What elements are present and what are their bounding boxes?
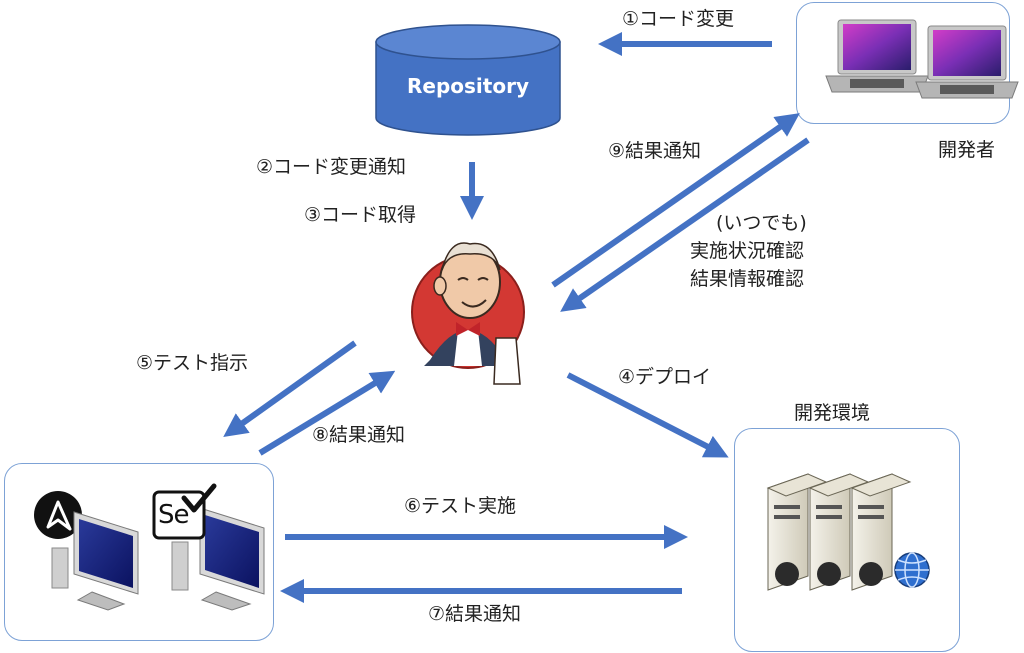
repository-label: Repository <box>407 74 529 98</box>
arrow-test-instruction <box>223 340 357 437</box>
anytime-note-line1: (いつでも) <box>716 212 807 234</box>
monitor-icon <box>51 511 139 611</box>
monitor-icon <box>171 507 265 611</box>
selenium-logo-icon <box>152 483 217 540</box>
globe-icon <box>894 552 930 588</box>
laptop-icon <box>915 25 1019 99</box>
step-code-change-label: ①コード変更 <box>622 8 735 30</box>
anytime-note-line3: 結果情報確認 <box>690 268 805 290</box>
arrow-deploy <box>566 372 729 458</box>
server-icon <box>808 473 870 591</box>
selenium-logo-text: Se <box>158 500 189 530</box>
server-icon <box>850 473 912 591</box>
anytime-note-line2: 実施状況確認 <box>690 240 805 262</box>
step-change-notify-label: ②コード変更通知 <box>256 156 407 178</box>
step-code-fetch-label: ③コード取得 <box>304 204 417 226</box>
step-test-run-label: ⑥テスト実施 <box>404 495 517 517</box>
arrow-result-to-developer <box>551 113 800 288</box>
ansible-logo-icon <box>34 491 82 539</box>
dev-env-label: 開発環境 <box>794 402 871 424</box>
step-result-to-jenkins-label: ⑧結果通知 <box>312 424 406 446</box>
step-test-instruction-label: ⑤テスト指示 <box>136 352 249 374</box>
jenkins-icon <box>411 242 525 385</box>
arrow-test-result-to-jenkins <box>258 370 396 456</box>
step-result-from-env-label: ⑦結果通知 <box>428 603 522 625</box>
developer-label: 開発者 <box>938 139 996 161</box>
laptop-icon <box>825 19 929 93</box>
repository-cylinder <box>375 24 561 136</box>
step-deploy-label: ④デプロイ <box>618 366 712 388</box>
step-result-to-developer-label: ⑨結果通知 <box>608 140 702 162</box>
arrow-check-status <box>560 137 810 312</box>
